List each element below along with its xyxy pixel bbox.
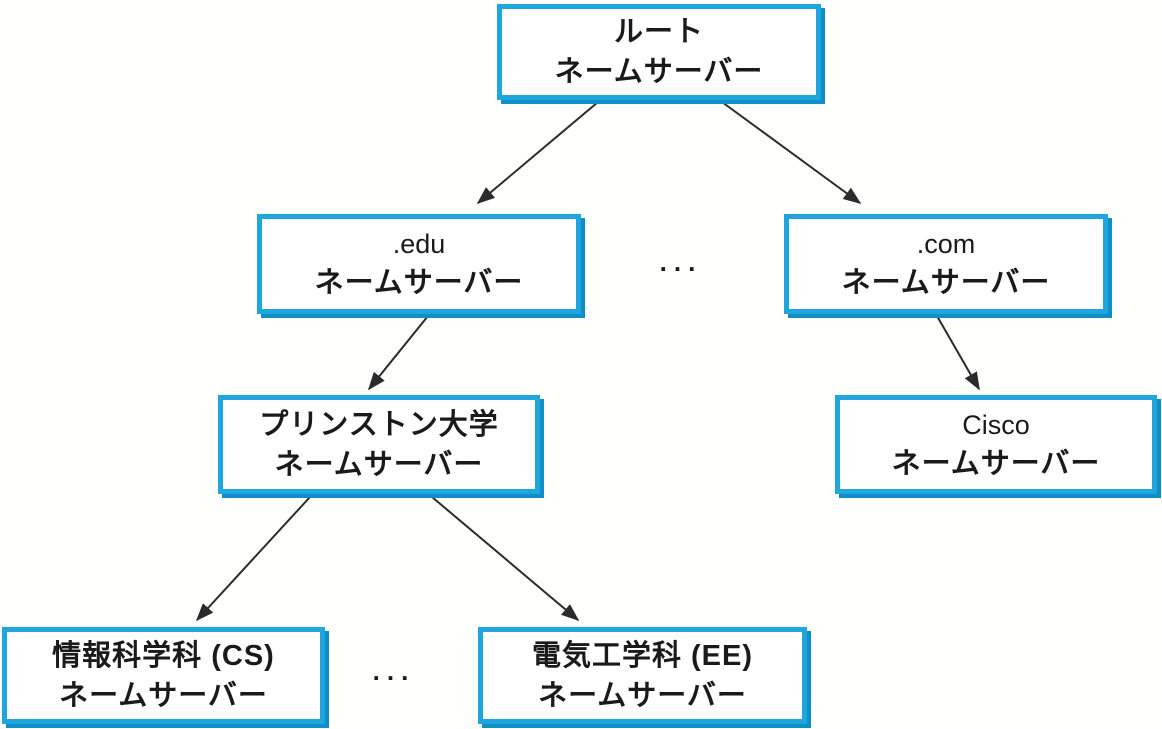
node-ee-label-line1: 電気工学科 (EE) [531,639,754,672]
node-cs-label-line1: 情報科学科 (CS) [52,639,275,672]
node-edu-name-server: .edu ネームサーバー [257,214,581,314]
node-edu-label-line2: ネームサーバー [314,267,524,299]
node-cisco-name-server: Cisco ネームサーバー [835,395,1157,494]
ellipsis-between-tlds: ... [659,247,703,277]
node-cisco-label-line1: Cisco [962,409,1030,440]
node-root-label-line2: ネームサーバー [554,56,764,88]
node-cs-label-line2: ネームサーバー [59,679,268,712]
arrow-root-to-com [721,101,862,204]
node-cisco-label-line2: ネームサーバー [891,447,1101,480]
node-cs-department-name-server: 情報科学科 (CS) ネームサーバー [2,627,325,724]
ellipsis-between-departments: ... [372,656,416,686]
node-princeton-label-line2: ネームサーバー [274,448,484,481]
node-root-name-server: ルート ネームサーバー [497,4,821,100]
arrow-root-to-edu [476,101,599,205]
node-princeton-name-server: プリンストン大学 ネームサーバー [218,395,540,494]
node-edu-label-line1: .edu [392,229,446,259]
arrow-princeton-to-cs [195,496,311,622]
node-ee-department-name-server: 電気工学科 (EE) ネームサーバー [478,627,807,724]
node-princeton-label-line1: プリンストン大学 [259,408,499,441]
arrow-com-to-cisco [936,315,980,391]
node-com-label-line1: .com [916,229,976,259]
node-root-label-line1: ルート [613,16,704,48]
arrow-princeton-to-ee [431,496,580,622]
node-com-name-server: .com ネームサーバー [784,214,1108,314]
node-ee-label-line2: ネームサーバー [538,679,747,712]
node-com-label-line2: ネームサーバー [841,267,1051,299]
arrow-edu-to-princeton [367,315,429,391]
